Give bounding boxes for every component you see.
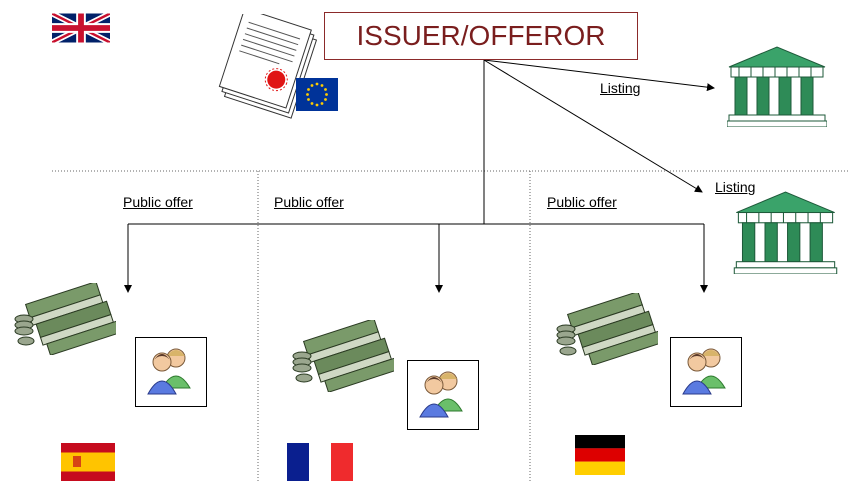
public-offer-label-1: Public offer xyxy=(123,194,193,210)
prospectus-document-icon xyxy=(218,14,318,119)
stock-exchange-building-icon xyxy=(733,191,838,274)
money-stack-icon xyxy=(556,293,658,365)
spain-flag-icon xyxy=(61,443,115,481)
listing-label-1: Listing xyxy=(600,80,641,96)
investors-icon xyxy=(419,371,463,418)
investors-icon xyxy=(682,348,726,395)
public-offer-label-3: Public offer xyxy=(547,194,617,210)
germany-flag-icon xyxy=(575,435,625,475)
investors-box-3 xyxy=(670,337,742,407)
issuer-label: ISSUER/OFFEROR xyxy=(356,20,606,51)
money-stack-icon xyxy=(14,283,116,355)
listing-arrow-2 xyxy=(483,59,703,193)
issuer-box: ISSUER/OFFEROR xyxy=(324,12,638,60)
uk-flag-icon xyxy=(52,13,110,43)
money-stack-icon xyxy=(292,320,394,392)
investors-box-1 xyxy=(135,337,207,407)
listing-arrow-1 xyxy=(483,59,715,92)
listing-label-2: Listing xyxy=(715,179,756,195)
investors-icon xyxy=(147,348,191,395)
public-offer-label-2: Public offer xyxy=(274,194,344,210)
france-flag-icon xyxy=(287,443,353,481)
stock-exchange-building-icon xyxy=(727,46,827,127)
eu-flag-icon xyxy=(296,78,338,111)
investors-box-2 xyxy=(407,360,479,430)
